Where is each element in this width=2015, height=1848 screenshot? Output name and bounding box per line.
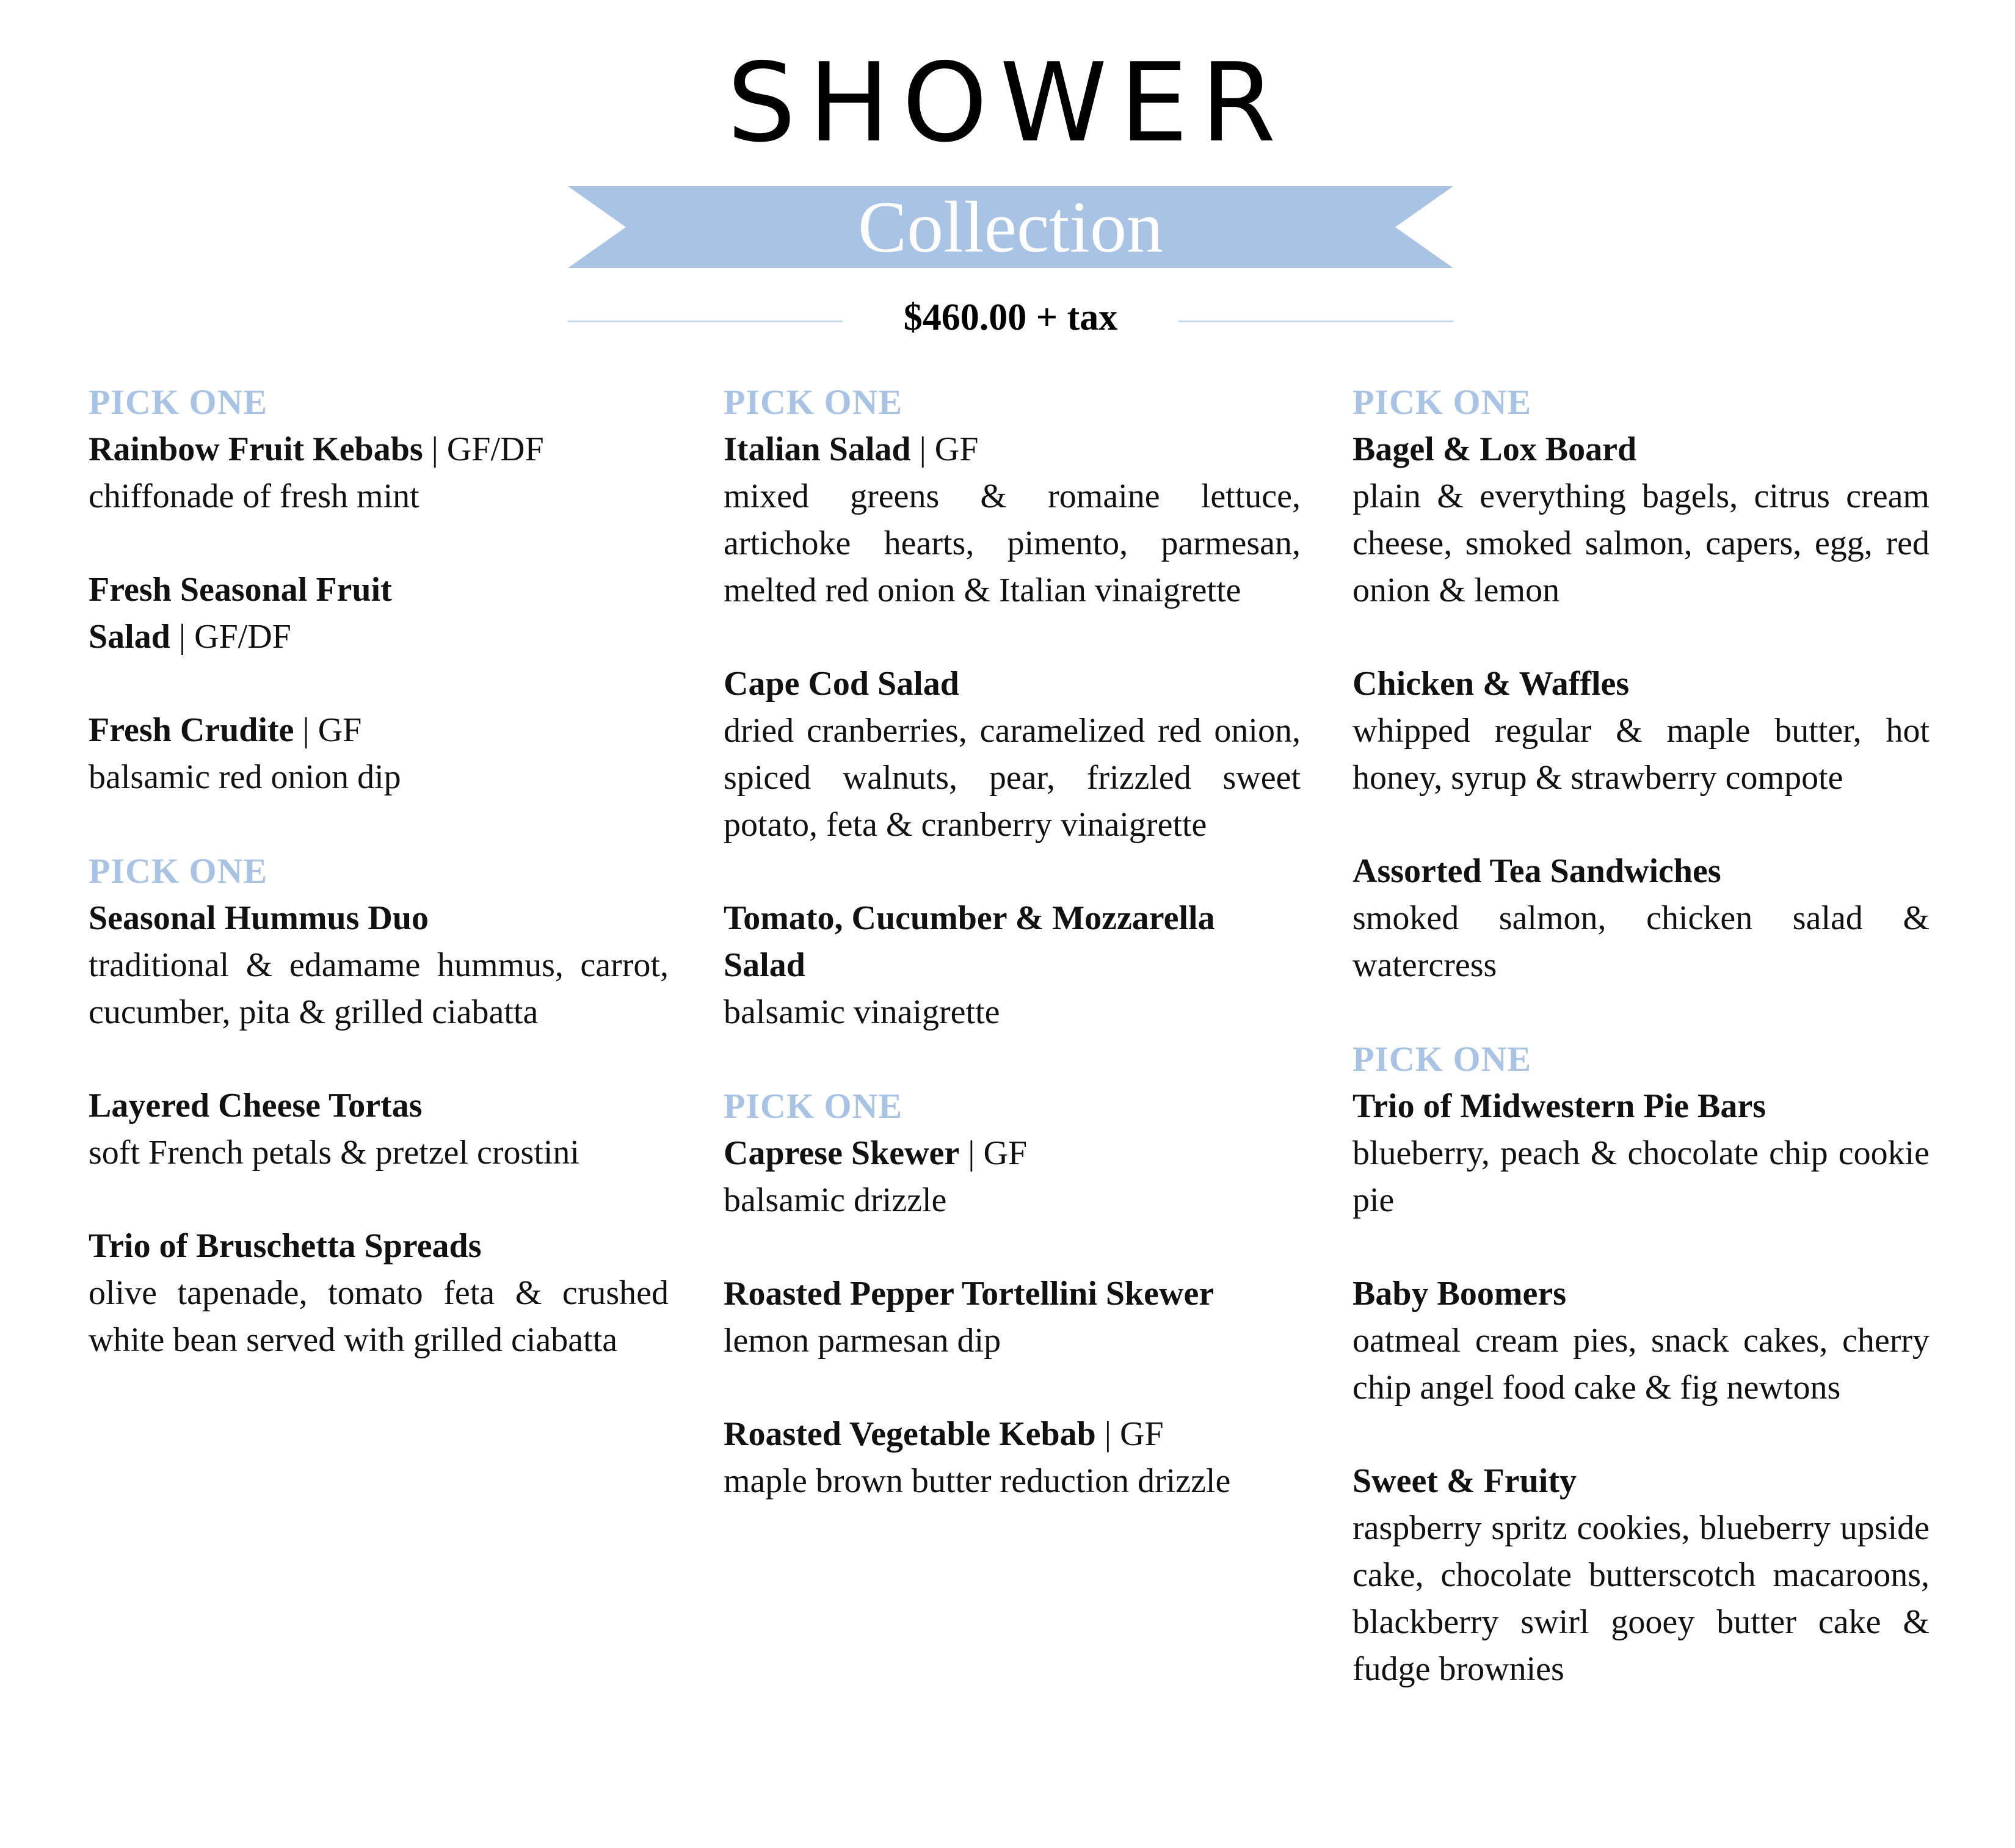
item-name: Bagel & Lox Board [1352, 430, 1637, 468]
item-name: Fresh Seasonal Fruit Salad [89, 571, 392, 656]
menu-item: Layered Cheese Tortas soft French petals… [89, 1082, 669, 1176]
section-heading: PICK ONE [1352, 382, 1532, 422]
item-diet-tag: | GF [1095, 1415, 1164, 1453]
menu-item: Fresh Seasonal Fruit Salad | GF/DF [89, 567, 479, 661]
menu-column-1: PICK ONE Rainbow Fruit Kebabs | GF/DF ch… [89, 379, 669, 1410]
item-diet-tag: | GF/DF [170, 618, 291, 656]
item-description: olive tapenade, tomato feta & crushed wh… [89, 1274, 669, 1359]
item-name: Rainbow Fruit Kebabs [89, 430, 423, 468]
item-description: lemon parmesan dip [724, 1322, 1001, 1360]
menu-item: Trio of Bruschetta Spreads olive tapenad… [89, 1223, 669, 1364]
menu-item: Assorted Tea Sandwiches smoked salmon, c… [1352, 848, 1930, 989]
menu-item: Fresh Crudite | GF balsamic red onion di… [89, 707, 669, 801]
item-description: maple brown butter reduction drizzle [724, 1462, 1231, 1500]
item-name: Chicken & Waffles [1352, 665, 1630, 703]
item-description: blueberry, peach & chocolate chip cookie… [1352, 1134, 1930, 1219]
collection-ribbon: Collection [568, 186, 1453, 268]
section-heading: PICK ONE [724, 382, 903, 422]
item-name: Cape Cod Salad [724, 665, 959, 703]
menu-item: Trio of Midwestern Pie Bars blueberry, p… [1352, 1083, 1930, 1224]
item-description: plain & everything bagels, citrus cream … [1352, 477, 1930, 609]
item-description: balsamic red onion dip [89, 758, 401, 796]
menu-column-3: PICK ONE Bagel & Lox Board plain & every… [1352, 379, 1930, 1739]
menu-section: PICK ONE Italian Salad | GF mixed greens… [724, 379, 1301, 1036]
menu-item: Roasted Vegetable Kebab | GF maple brown… [724, 1411, 1301, 1505]
item-name: Tomato, Cucumber & Mozzarella Salad [724, 899, 1215, 984]
menu-section: PICK ONE Bagel & Lox Board plain & every… [1352, 379, 1930, 989]
item-description: dried cranberries, caramelized red onion… [724, 712, 1301, 844]
section-heading: PICK ONE [89, 851, 268, 891]
menu-section: PICK ONE Caprese Skewer | GF balsamic dr… [724, 1082, 1301, 1505]
item-name: Caprese Skewer [724, 1134, 960, 1172]
ribbon-banner-shape [568, 186, 1453, 268]
item-description: traditional & edamame hummus, carrot, cu… [89, 946, 669, 1031]
item-name: Sweet & Fruity [1352, 1462, 1577, 1500]
menu-item: Baby Boomers oatmeal cream pies, snack c… [1352, 1270, 1930, 1411]
item-name: Trio of Midwestern Pie Bars [1352, 1087, 1766, 1125]
price-divider-right [1178, 321, 1453, 322]
menu-item: Seasonal Hummus Duo traditional & edamam… [89, 895, 669, 1036]
item-diet-tag: | GF [959, 1134, 1028, 1172]
item-name: Baby Boomers [1352, 1275, 1566, 1313]
menu-item: Cape Cod Salad dried cranberries, carame… [724, 661, 1301, 849]
item-name: Assorted Tea Sandwiches [1352, 852, 1721, 890]
item-name: Italian Salad [724, 430, 911, 468]
menu-item: Bagel & Lox Board plain & everything bag… [1352, 426, 1930, 614]
item-diet-tag: | GF [910, 430, 979, 468]
item-description: balsamic drizzle [724, 1181, 947, 1219]
menu-item: Tomato, Cucumber & Mozzarella Salad bals… [724, 895, 1301, 1036]
item-name: Roasted Vegetable Kebab [724, 1415, 1096, 1453]
page-title: SHOWER [727, 40, 1288, 166]
menu-item: Italian Salad | GF mixed greens & romain… [724, 426, 1301, 614]
item-name: Fresh Crudite [89, 711, 294, 749]
item-diet-tag: | GF/DF [423, 430, 544, 468]
item-name: Trio of Bruschetta Spreads [89, 1227, 482, 1265]
menu-item: Caprese Skewer | GF balsamic drizzle [724, 1130, 1301, 1224]
section-heading: PICK ONE [89, 382, 268, 422]
section-heading: PICK ONE [1352, 1039, 1532, 1079]
section-heading: PICK ONE [724, 1086, 903, 1126]
price-label: $460.00 + tax [903, 297, 1118, 338]
item-description: smoked salmon, chicken salad & watercres… [1352, 899, 1930, 984]
menu-column-2: PICK ONE Italian Salad | GF mixed greens… [724, 379, 1301, 1551]
ribbon-label: Collection [858, 186, 1163, 267]
item-description: balsamic vinaigrette [724, 993, 1000, 1031]
item-name: Seasonal Hummus Duo [89, 899, 429, 937]
item-description: whipped regular & maple butter, hot hone… [1352, 712, 1930, 797]
item-name: Roasted Pepper Tortellini Skewer [724, 1275, 1214, 1313]
menu-section: PICK ONE Rainbow Fruit Kebabs | GF/DF ch… [89, 379, 669, 801]
menu-item: Rainbow Fruit Kebabs | GF/DF chiffonade … [89, 426, 669, 520]
item-diet-tag: | GF [294, 711, 362, 749]
item-description: raspberry spritz cookies, blueberry upsi… [1352, 1509, 1930, 1688]
item-name: Layered Cheese Tortas [89, 1087, 423, 1125]
price-row: $460.00 + tax [568, 290, 1453, 345]
item-description: mixed greens & romaine lettuce, artichok… [724, 477, 1301, 609]
menu-section: PICK ONE Trio of Midwestern Pie Bars blu… [1352, 1035, 1930, 1693]
menu-item: Chicken & Waffles whipped regular & mapl… [1352, 661, 1930, 802]
item-description: chiffonade of fresh mint [89, 477, 419, 515]
menu-section: PICK ONE Seasonal Hummus Duo traditional… [89, 847, 669, 1364]
menu-item: Roasted Pepper Tortellini Skewer lemon p… [724, 1270, 1301, 1364]
price-divider-left [568, 321, 843, 322]
item-description: soft French petals & pretzel crostini [89, 1134, 579, 1172]
item-description: oatmeal cream pies, snack cakes, cherry … [1352, 1322, 1930, 1407]
menu-item: Sweet & Fruity raspberry spritz cookies,… [1352, 1458, 1930, 1693]
